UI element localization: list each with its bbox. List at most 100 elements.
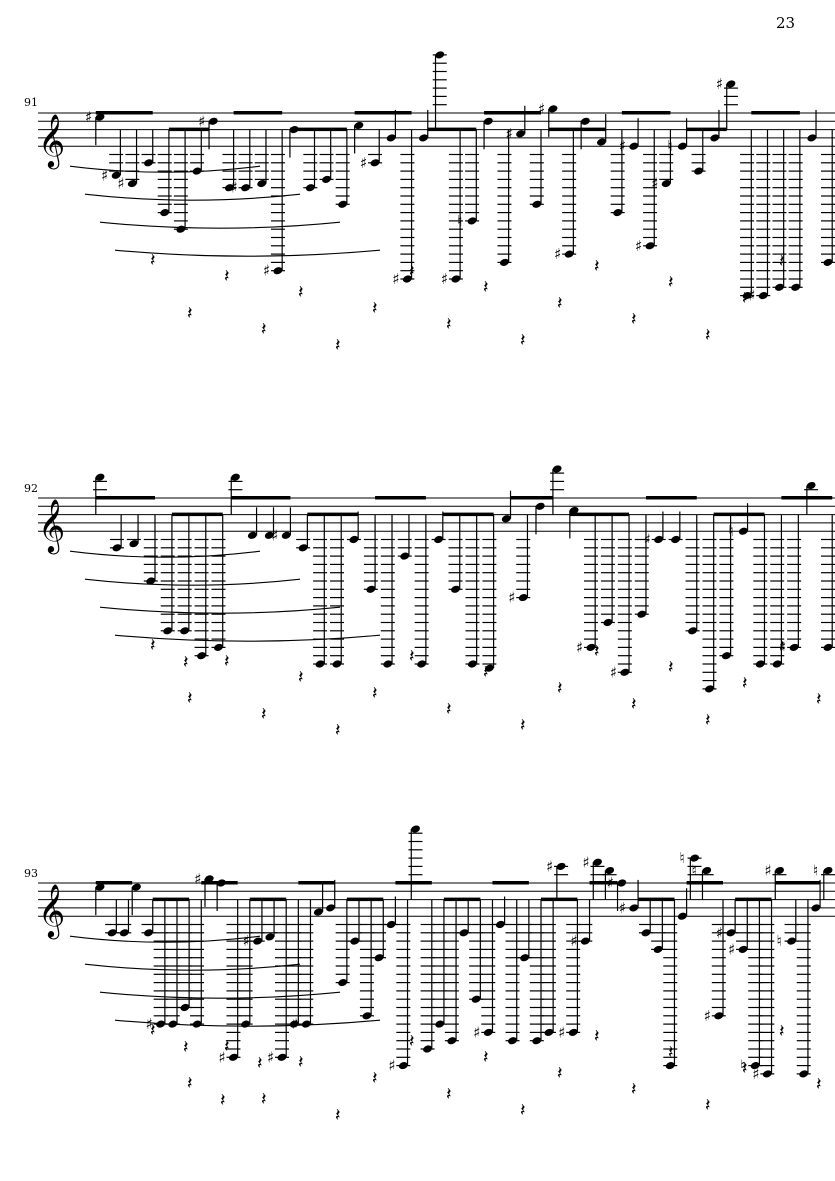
notehead — [332, 660, 342, 668]
note: ♯ — [635, 129, 658, 255]
tie — [114, 1019, 381, 1027]
note — [634, 514, 649, 618]
notehead — [228, 1053, 238, 1061]
notehead — [281, 531, 291, 539]
treble-clef-icon: 𝄞 — [38, 113, 65, 169]
sharp-icon: ♯ — [267, 1048, 274, 1066]
quarter-rest-icon: 𝄽 — [742, 1058, 748, 1079]
notehead — [374, 954, 384, 962]
natural-icon: ♮ — [667, 137, 672, 155]
note: ♯ — [582, 853, 605, 900]
notehead — [645, 242, 655, 250]
tie — [114, 249, 381, 257]
note: ♯ — [644, 511, 666, 549]
notehead — [750, 1062, 760, 1070]
note — [610, 129, 625, 217]
notehead — [787, 937, 797, 945]
tie — [99, 991, 341, 999]
notehead — [298, 544, 308, 552]
notehead — [400, 552, 410, 560]
notehead — [95, 113, 105, 121]
sharp-icon: ♯ — [101, 166, 108, 184]
notehead — [516, 130, 526, 138]
sharp-icon: ♯ — [194, 870, 201, 888]
quarter-rest-icon: 𝄽 — [631, 694, 637, 715]
quarter-rest-icon: 𝄽 — [557, 293, 563, 314]
notehead — [532, 1037, 542, 1045]
note — [126, 514, 141, 548]
note: ♯ — [441, 129, 463, 288]
sharp-icon: ♯ — [506, 125, 513, 143]
notehead — [305, 184, 315, 192]
note: ♯ — [508, 514, 531, 607]
sharp-icon: ♯ — [748, 287, 755, 305]
note: ♯ — [392, 129, 415, 288]
note: ♯ — [198, 112, 218, 150]
notehead — [301, 1020, 311, 1028]
sharp-icon: ♯ — [508, 589, 515, 607]
notehead — [483, 1028, 493, 1036]
notehead — [544, 1028, 554, 1036]
notehead — [467, 217, 477, 225]
note: ♯ — [558, 899, 581, 1041]
note — [397, 514, 412, 560]
note — [211, 514, 226, 651]
sharp-icon: ♯ — [441, 270, 448, 288]
note — [372, 899, 387, 962]
notehead — [726, 80, 736, 88]
system-2-staff: 𝄞♯♯♯♯♯♮♯𝄽𝄽𝄽𝄽𝄽𝄽𝄽𝄽𝄽𝄽𝄽𝄽𝄽𝄽𝄽𝄽𝄽𝄽𝄽𝄽 — [38, 465, 835, 741]
notehead — [112, 544, 122, 552]
note — [685, 514, 700, 635]
notehead — [603, 618, 613, 627]
beam — [298, 881, 335, 885]
note — [740, 129, 755, 300]
note: ♯ — [546, 857, 569, 900]
notehead — [253, 937, 263, 945]
sharp-icon: ♯ — [546, 857, 553, 875]
notehead — [742, 292, 752, 300]
notehead — [499, 258, 509, 266]
notehead — [146, 577, 156, 585]
notehead — [552, 465, 562, 473]
sharp-icon: ♯ — [619, 137, 626, 155]
notehead — [714, 1012, 724, 1020]
note — [444, 899, 459, 1045]
note: ♯ — [146, 899, 168, 1033]
note: ♯ — [651, 129, 674, 193]
system-3-staff: 𝄞♯♯♯♯♯♯♯♯♯♯♯♯♯♯♮♮♯♯♯♮♯♯♮♮𝄽𝄽𝄽𝄽𝄽𝄽𝄽𝄽𝄽𝄽𝄽𝄽𝄽𝄽𝄽… — [38, 825, 835, 1126]
note — [753, 514, 768, 668]
tie — [84, 193, 301, 201]
staff: 𝄞 — [38, 497, 835, 554]
note: ♯ — [85, 108, 105, 146]
notehead — [322, 175, 331, 183]
sharp-icon: ♯ — [146, 1015, 153, 1033]
quarter-rest-icon: 𝄽 — [668, 272, 674, 293]
beam — [621, 111, 671, 115]
natural-icon: ♮ — [777, 932, 782, 950]
beam — [686, 881, 723, 885]
notehead — [702, 866, 712, 875]
notehead — [501, 515, 511, 523]
sharp-icon: ♯ — [218, 1048, 225, 1066]
quarter-rest-icon: 𝄽 — [372, 298, 378, 319]
notehead — [688, 627, 698, 635]
quarter-rest-icon: 𝄽 — [446, 314, 452, 335]
note — [580, 117, 590, 150]
note: ♯ — [506, 105, 526, 143]
quarter-rest-icon: 𝄽 — [779, 636, 785, 657]
quarter-rest-icon: 𝄽 — [257, 1053, 263, 1074]
notehead — [144, 159, 154, 167]
quarter-rest-icon: 𝄽 — [668, 1042, 674, 1063]
notehead — [423, 1045, 433, 1053]
notehead — [597, 138, 606, 146]
beam — [484, 111, 541, 115]
note — [141, 899, 156, 937]
note — [432, 899, 447, 1028]
quarter-rest-icon: 𝄽 — [261, 319, 267, 340]
beam — [289, 127, 347, 132]
beam — [95, 881, 133, 885]
quarter-rest-icon: 𝄽 — [187, 688, 193, 709]
note — [420, 899, 435, 1053]
tie — [84, 963, 301, 971]
note — [529, 129, 544, 208]
